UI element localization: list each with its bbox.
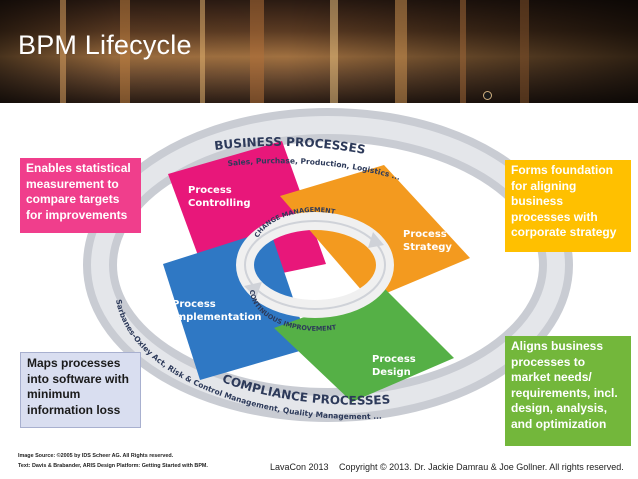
- callout-line: into software with: [27, 371, 129, 386]
- bpm-lifecycle-diagram: Process Controlling Process Strategy Pro…: [83, 108, 573, 422]
- callout-strategy: Forms foundation for aligning business p…: [505, 160, 631, 252]
- callout-line: compare targets: [26, 192, 120, 206]
- header-banner: BPM Lifecycle: [0, 0, 638, 103]
- callout-line: for improvements: [26, 207, 128, 222]
- quadrant-label-implementation-1: Process: [172, 299, 216, 310]
- banner-light-streak: [120, 0, 130, 103]
- banner-light-streak: [250, 0, 264, 103]
- callout-implementation: Maps processes into software with minimu…: [20, 352, 141, 428]
- callout-line: processes to: [511, 354, 586, 369]
- banner-light-streak: [200, 0, 205, 103]
- callout-line: measurement to: [26, 176, 119, 191]
- callout-line: business: [511, 194, 564, 208]
- callout-line: Maps processes: [27, 356, 121, 370]
- quadrant-label-controlling-2: Controlling: [188, 198, 250, 209]
- slide-title: BPM Lifecycle: [18, 30, 192, 60]
- callout-line: information loss: [27, 402, 121, 417]
- quadrant-process-implementation: [163, 230, 310, 380]
- banner-light-streak: [520, 0, 529, 103]
- footer-text-source: Text: Davis & Brabander, ARIS Design Pla…: [18, 463, 208, 469]
- quadrant-label-strategy-1: Process: [403, 229, 447, 240]
- callout-line: Enables statistical: [26, 161, 131, 175]
- banner-light-streak: [395, 0, 407, 103]
- inner-ring-outline: [244, 220, 386, 310]
- footer-image-source: Image Source: ©2005 by IDS Scheer AG. Al…: [18, 453, 174, 459]
- callout-line: market needs/: [511, 370, 592, 384]
- callout-design: Aligns business processes to market need…: [505, 336, 631, 446]
- outer-ring-highlight: [91, 116, 565, 414]
- footer-sources: Image Source: ©2005 by IDS Scheer AG. Al…: [18, 451, 208, 471]
- banner-light-streak: [460, 0, 466, 103]
- banner-light-streak: [330, 0, 338, 103]
- inner-ring-arrow-icon: [368, 232, 384, 248]
- callout-controlling: Enables statistical measurement to compa…: [20, 158, 141, 233]
- callout-line: processes with: [511, 209, 598, 224]
- callout-line: and optimization: [511, 416, 607, 431]
- inner-ring-arrow-icon: [244, 282, 262, 298]
- banner-dot: [483, 91, 492, 100]
- footer-copyright: Copyright © 2013. Dr. Jackie Damrau & Jo…: [339, 462, 624, 472]
- callout-line: corporate strategy: [511, 225, 617, 239]
- footer-conference: LavaCon 2013: [270, 462, 329, 472]
- quadrant-label-controlling-1: Process: [188, 185, 232, 196]
- quadrant-label-strategy-2: Strategy: [403, 242, 452, 253]
- callout-line: minimum: [27, 387, 81, 401]
- callout-line: requirements, incl.: [511, 385, 618, 400]
- quadrant-label-design-2: Design: [372, 367, 411, 378]
- quadrant-label-design-1: Process: [372, 354, 416, 365]
- callout-line: Forms foundation: [511, 163, 613, 177]
- callout-line: Aligns business: [511, 339, 604, 353]
- banner-light-streak: [60, 0, 66, 103]
- quadrant-label-implementation-2: Implementation: [172, 312, 262, 323]
- callout-line: design, analysis,: [511, 401, 608, 415]
- callout-line: for aligning: [511, 178, 577, 193]
